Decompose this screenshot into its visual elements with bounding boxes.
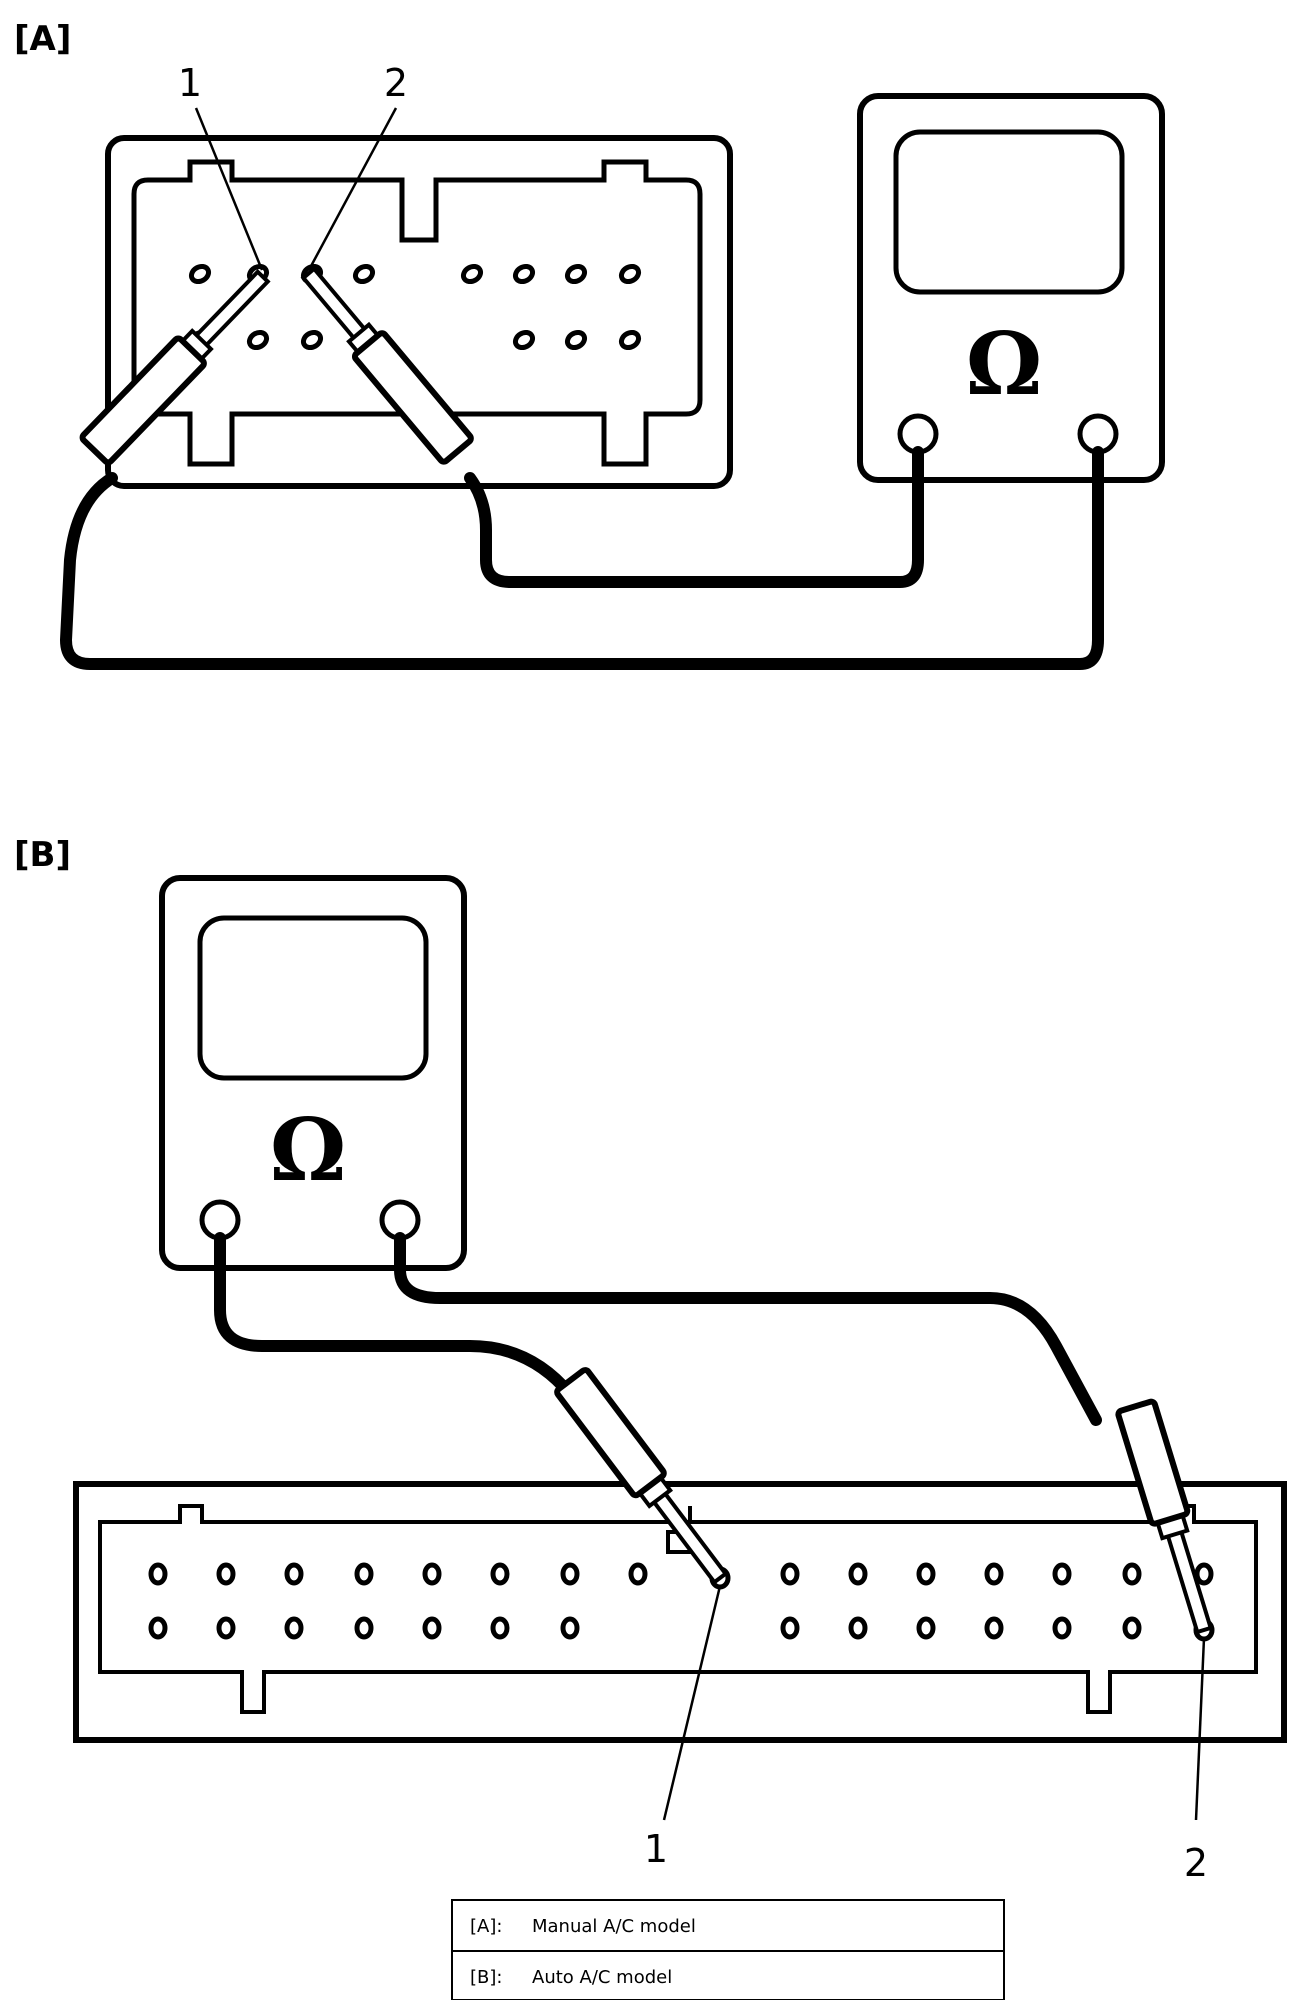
pin [984,1562,1004,1586]
pin [284,1562,304,1586]
pin [564,329,588,351]
panel-b-probe-1 [554,1367,729,1586]
legend-text-a: Manual A/C model [532,1916,696,1937]
lead-wire-2 [394,1232,1102,1426]
connector-inner-outline [98,1504,1258,1714]
pin [188,263,212,285]
pin [354,1562,374,1586]
panel-b-leads [214,1232,1102,1426]
probe-handle [79,335,207,466]
pin-2-label: 2 [1184,1841,1208,1885]
connector-frame [73,1481,1287,1743]
pin [512,329,536,351]
ohm-symbol-icon: Ω [966,314,1043,415]
pin [916,1562,936,1586]
pin-1-label: 1 [644,1827,668,1871]
pin [490,1616,510,1640]
lead-wire-2 [464,446,924,588]
pin [148,1562,168,1586]
callout-line-1 [194,107,264,271]
pin [148,1616,168,1640]
callout-line-2 [308,107,398,269]
pin [560,1616,580,1640]
connector-inner-outline [131,159,703,467]
pin [628,1562,648,1586]
pin [560,1562,580,1586]
pin [1122,1616,1142,1640]
pin [984,1616,1004,1640]
pin [916,1616,936,1640]
probe-handle [1115,1398,1191,1527]
connector-frame [105,135,733,489]
pin [848,1562,868,1586]
probe-handle [351,330,474,465]
ohm-symbol-icon: Ω [270,1100,347,1201]
legend-text-b: Auto A/C model [532,1967,672,1988]
connector-pins [148,1562,1215,1642]
pin [780,1616,800,1640]
pin [422,1616,442,1640]
pin [354,1616,374,1640]
pin [1122,1562,1142,1586]
pin [300,329,324,351]
pin [490,1562,510,1586]
panel-b-ohmmeter: Ω [159,875,467,1271]
pin-1-label: 1 [178,61,202,105]
pin [848,1616,868,1640]
ohmmeter-display [893,129,1125,295]
pin [1052,1616,1072,1640]
callout-line-1 [662,1585,722,1821]
panel-b-probe-2 [1115,1398,1214,1635]
panel-a-leads [60,446,1104,670]
pin [216,1562,236,1586]
pin [1052,1562,1072,1586]
pin [246,329,270,351]
pin [564,263,588,285]
ohmmeter-display [197,915,429,1081]
panel-a-probe-1 [79,269,271,466]
lead-wire-1 [60,446,1104,670]
pin [618,263,642,285]
pin [460,263,484,285]
pin [422,1562,442,1586]
panel-b-connector [73,1481,1287,1743]
panel-a-probe-2 [300,266,474,465]
panel-a-ohmmeter: Ω [857,93,1165,483]
pin [352,263,376,285]
pin [512,263,536,285]
pin [216,1616,236,1640]
pin [284,1616,304,1640]
probe-tip [650,1489,729,1586]
callout-line-2 [1194,1637,1206,1821]
panel-b-tag: [B] [14,835,71,875]
legend-key-a: [A]: [470,1916,502,1937]
panel-b: [B] Ω [14,835,1287,1885]
pin [618,329,642,351]
panel-a-tag: [A] [14,19,71,59]
pin [1194,1562,1214,1586]
legend-table: [A]: Manual A/C model [B]: Auto A/C mode… [451,1899,1005,2000]
pin-2-label: 2 [384,61,408,105]
probe-handle [554,1367,667,1499]
lead-wire-1 [214,1232,576,1400]
pin [780,1562,800,1586]
legend-key-b: [B]: [470,1967,502,1988]
panel-a: [A] [14,19,1165,670]
